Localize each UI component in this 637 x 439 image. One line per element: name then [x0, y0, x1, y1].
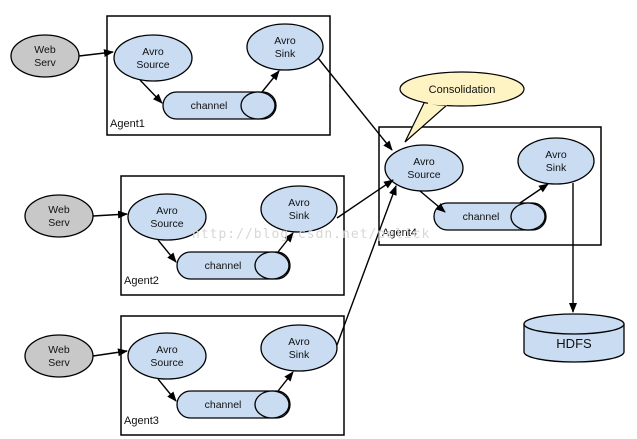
- agent4-avro-source: Avro Source: [384, 144, 464, 192]
- agent2-label: Agent2: [124, 275, 159, 287]
- agent3-source-to-channel-arrow: [157, 378, 177, 402]
- agent4-channel-to-sink-arrow: [519, 183, 549, 204]
- svg-text:channel: channel: [205, 399, 242, 411]
- agent4-channel: channel: [433, 202, 547, 231]
- svg-text:Sink: Sink: [289, 210, 310, 222]
- svg-text:channel: channel: [463, 211, 500, 223]
- agent4-avro-sink: Avro Sink: [517, 137, 595, 185]
- agent3: Agent3 Avro Source Avro Sink channel: [120, 315, 345, 436]
- agent1-channel: channel: [162, 91, 277, 120]
- svg-text:Avro: Avro: [288, 336, 310, 348]
- svg-text:Source: Source: [136, 59, 169, 71]
- svg-text:Sink: Sink: [275, 48, 296, 60]
- agent1-avro-source: Avro Source: [113, 34, 193, 82]
- agent4: Agent4 Avro Source Avro Sink channel: [378, 126, 602, 246]
- svg-text:Serv: Serv: [48, 357, 70, 369]
- agent1-source-to-channel-arrow: [139, 79, 163, 104]
- svg-text:Avro: Avro: [545, 149, 567, 161]
- svg-text:Avro: Avro: [156, 205, 178, 217]
- agent3-sink-to-agent4-arrow: [336, 185, 397, 346]
- svg-text:channel: channel: [191, 100, 228, 112]
- consolidation-callout: Consolidation: [399, 71, 525, 143]
- watermark-text: http://blog.csdn.net/pelick: [192, 227, 430, 242]
- consolidation-label: Consolidation: [429, 84, 496, 96]
- svg-text:Serv: Serv: [48, 217, 70, 229]
- agent1: Agent1 Avro Source Avro Sink channel: [106, 15, 331, 136]
- hdfs-cylinder: HDFS: [523, 313, 625, 363]
- svg-text:Avro: Avro: [156, 344, 178, 356]
- agent4-label: Agent4: [382, 227, 417, 239]
- svg-text:Source: Source: [407, 169, 440, 181]
- agent1-channel-to-sink-arrow: [261, 70, 280, 93]
- svg-text:channel: channel: [205, 260, 242, 272]
- hdfs-label: HDFS: [556, 336, 592, 351]
- agent1-sink-to-agent4-arrow: [317, 57, 393, 151]
- web3-to-agent3-arrow: [92, 348, 128, 357]
- svg-text:Source: Source: [150, 357, 183, 369]
- svg-text:Sink: Sink: [289, 349, 310, 361]
- svg-text:Avro: Avro: [413, 156, 435, 168]
- web-server-3: Web Serv: [24, 334, 94, 378]
- agent3-label: Agent3: [124, 415, 159, 427]
- agent4-source-to-channel-arrow: [419, 190, 446, 213]
- agent3-channel-to-sink-arrow: [277, 371, 294, 392]
- svg-text:Serv: Serv: [34, 57, 56, 69]
- svg-text:Avro: Avro: [288, 197, 310, 209]
- svg-text:Sink: Sink: [546, 162, 567, 174]
- agent3-avro-source: Avro Source: [127, 332, 207, 380]
- agent1-avro-sink: Avro Sink: [246, 23, 324, 71]
- svg-text:Web: Web: [48, 344, 70, 356]
- agent2-channel-to-sink-arrow: [277, 232, 294, 253]
- agent3-avro-sink: Avro Sink: [260, 324, 338, 372]
- web1-to-agent1-arrow: [78, 49, 114, 58]
- agent2-sink-to-agent4-arrow: [336, 179, 394, 219]
- web-server-2: Web Serv: [24, 194, 94, 238]
- svg-text:Source: Source: [150, 218, 183, 230]
- agent2-avro-source: Avro Source: [127, 193, 207, 241]
- agent2-channel: channel: [176, 251, 291, 280]
- svg-text:Avro: Avro: [274, 35, 296, 47]
- agent2-source-to-channel-arrow: [157, 239, 177, 263]
- svg-text:Web: Web: [48, 204, 70, 216]
- web2-to-agent2-arrow: [92, 210, 128, 219]
- svg-text:Web: Web: [34, 44, 56, 56]
- svg-text:Avro: Avro: [142, 46, 164, 58]
- agent3-channel: channel: [176, 390, 291, 419]
- agent1-label: Agent1: [110, 118, 145, 130]
- agent2: Agent2 Avro Source Avro Sink channel: [120, 175, 345, 296]
- web-server-1: Web Serv: [10, 34, 80, 78]
- agent2-avro-sink: Avro Sink: [260, 185, 338, 233]
